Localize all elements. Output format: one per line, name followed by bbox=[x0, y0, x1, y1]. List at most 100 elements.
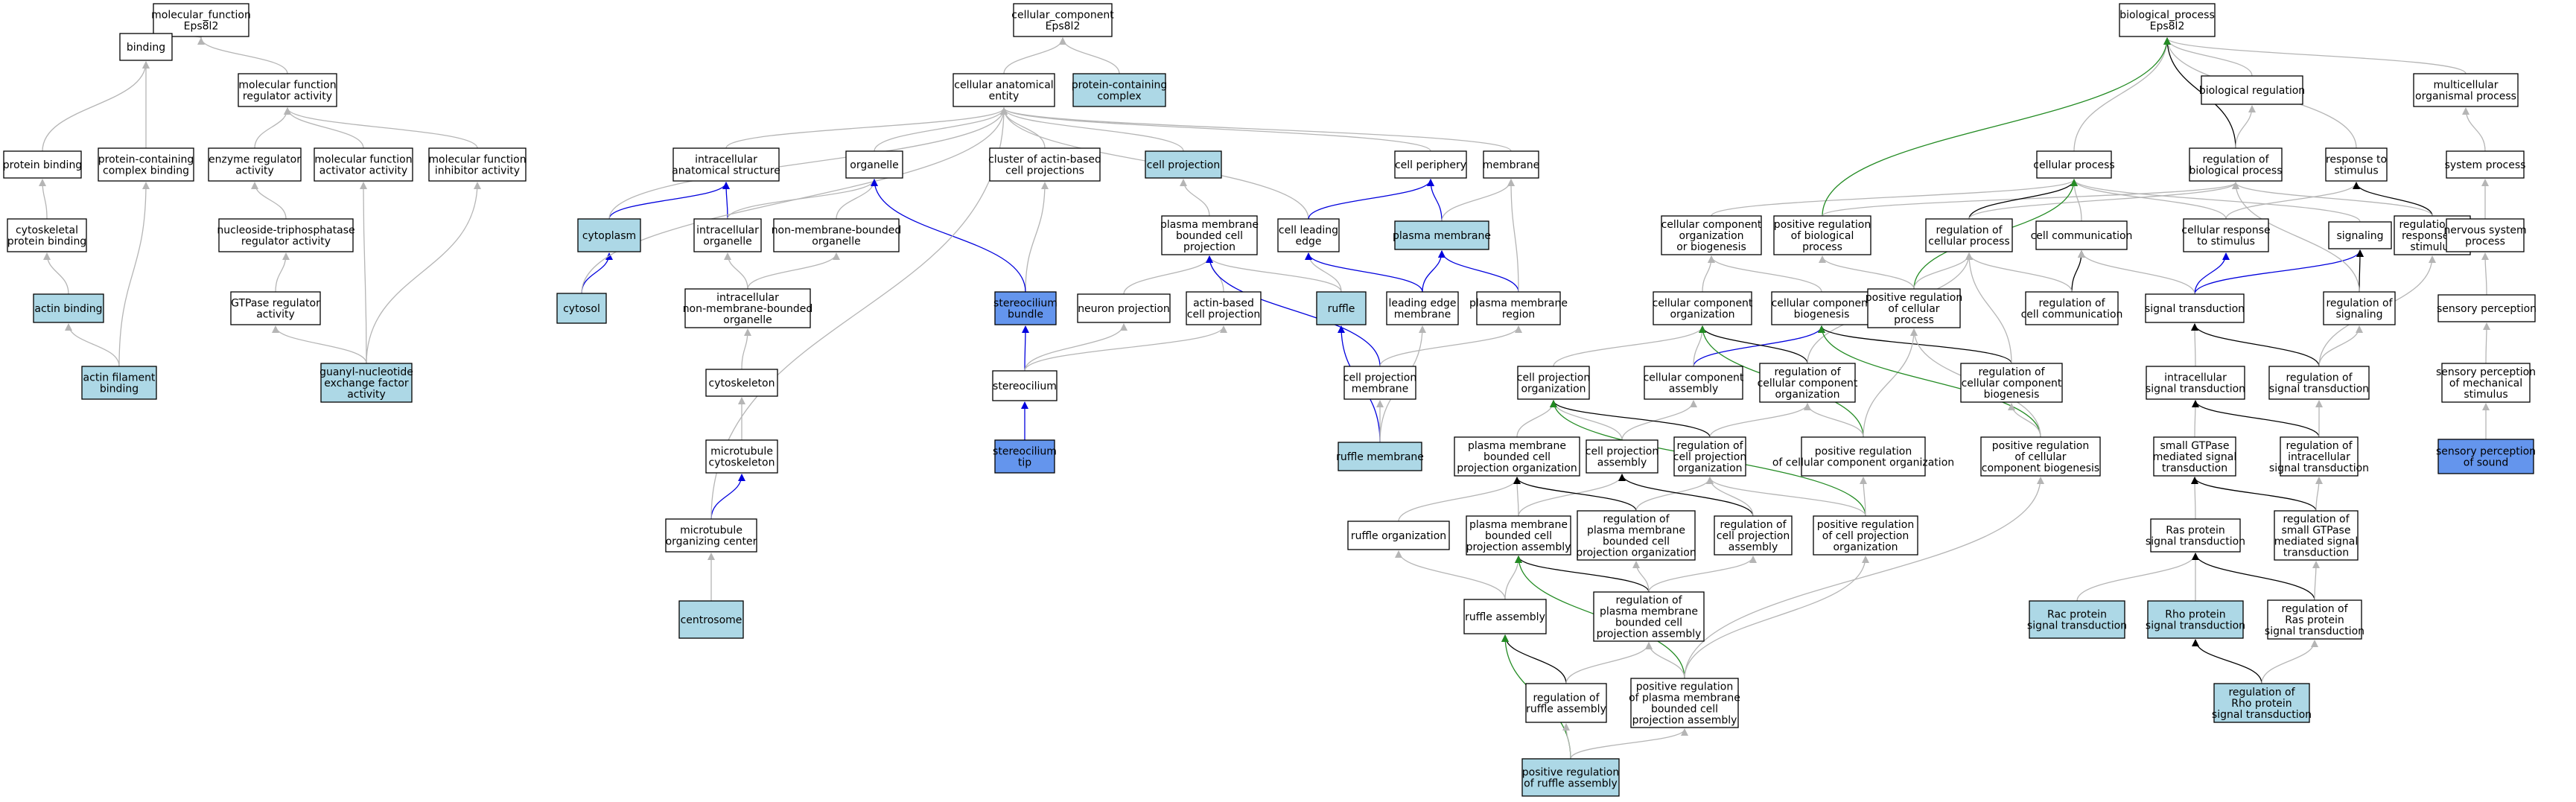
go-term-node-sysproc[interactable]: system process bbox=[2445, 150, 2526, 179]
go-term-node-centro[interactable]: centrosome bbox=[678, 600, 744, 639]
go-term-node-cytoskel[interactable]: cytoskeleton bbox=[705, 369, 778, 397]
go-term-node-intnmb[interactable]: intracellularnon-membrane-boundedorganel… bbox=[683, 288, 813, 328]
go-term-node-stereo[interactable]: stereocilium bbox=[992, 370, 1058, 401]
go-term-node-organelle[interactable]: organelle bbox=[845, 150, 903, 179]
go-term-node-cytosol[interactable]: cytosol bbox=[556, 293, 607, 324]
node-box bbox=[1316, 291, 1367, 325]
go-term-node-cellcomm[interactable]: cell communication bbox=[2031, 220, 2133, 250]
go-term-node-membrane[interactable]: membrane bbox=[1483, 150, 1540, 179]
go-term-node-binding[interactable]: binding bbox=[119, 33, 173, 61]
go-term-node-cellproc[interactable]: cellular process bbox=[2033, 150, 2115, 179]
go-term-node-plasmamem[interactable]: plasma membrane bbox=[1393, 220, 1491, 250]
go-term-node-cellproj[interactable]: cell projection bbox=[1145, 150, 1222, 179]
go-term-node-cytoplasm[interactable]: cytoplasm bbox=[577, 218, 641, 252]
go-term-node-cellper[interactable]: cell periphery bbox=[1394, 150, 1467, 179]
go-term-node-ruffle[interactable]: ruffle bbox=[1316, 291, 1367, 325]
go-term-node-signaling[interactable]: signaling bbox=[2328, 221, 2392, 249]
go-term-node-bioreg[interactable]: biological regulation bbox=[2199, 75, 2305, 105]
go-term-node-ruffasm[interactable]: ruffle assembly bbox=[1463, 599, 1547, 634]
go-term-node-sigtrans[interactable]: signal transduction bbox=[2145, 293, 2245, 323]
go-term-node-neuproj[interactable]: neuron projection bbox=[1077, 293, 1171, 323]
go-term-node-protbind[interactable]: protein binding bbox=[3, 150, 82, 179]
go-term-node-sensperc[interactable]: sensory perception bbox=[2437, 294, 2537, 322]
go-term-node-actinbind[interactable]: actin binding bbox=[33, 293, 104, 323]
node-label-line: organismal process bbox=[2415, 91, 2516, 103]
go-term-node-rufforg[interactable]: ruffle organization bbox=[1347, 521, 1450, 550]
edge-part-of bbox=[871, 179, 1026, 293]
go-term-node-rufmem[interactable]: ruffle membrane bbox=[1336, 442, 1424, 471]
